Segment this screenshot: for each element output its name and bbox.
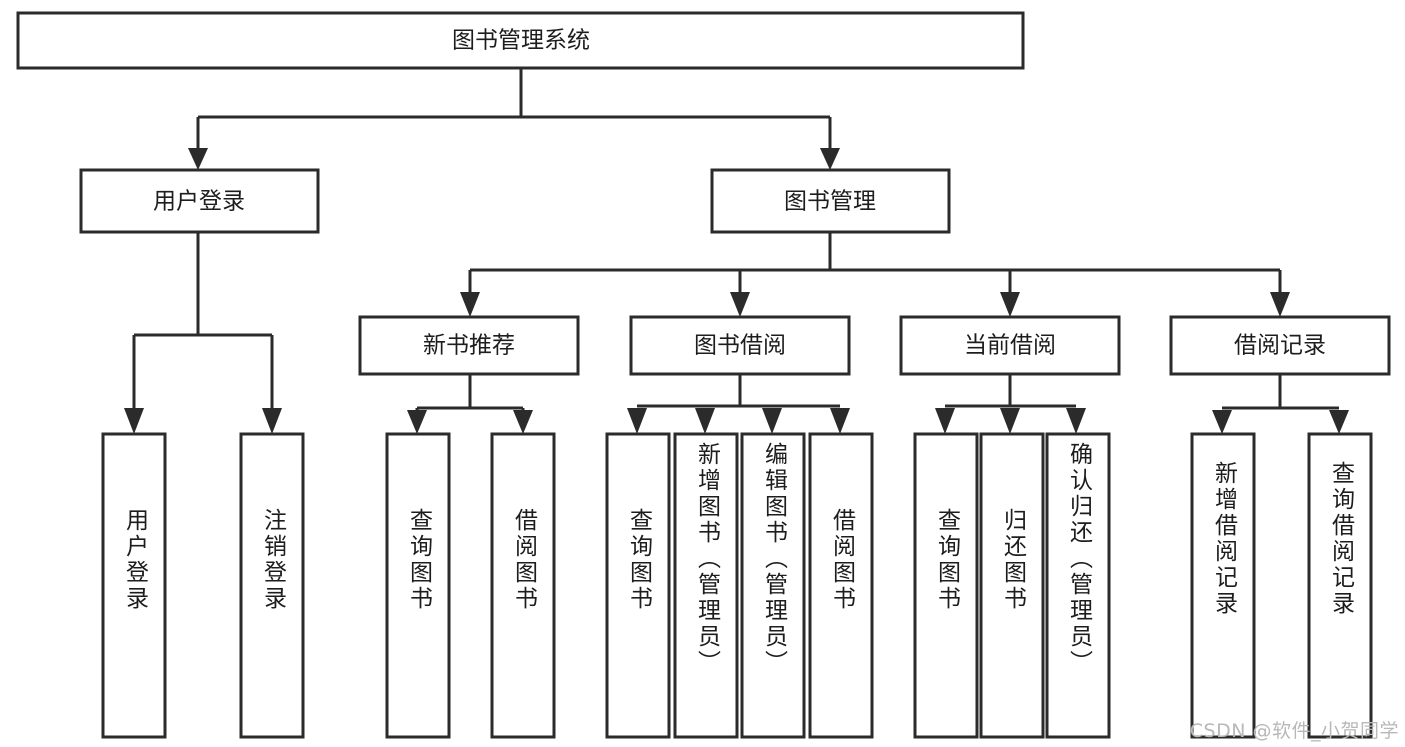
arrow-head-book-manage	[820, 148, 840, 170]
node-book-manage-box[interactable]	[710, 168, 951, 234]
node-book-manage[interactable]: 图书管理	[710, 168, 951, 234]
arrow-head-leaf-add-book	[695, 408, 715, 434]
connector-group-current-borrow	[935, 374, 1086, 434]
node-leaf-query-book-1-box[interactable]	[385, 432, 451, 739]
node-root-label: 图书管理系统	[452, 28, 590, 54]
node-current-borrow[interactable]: 当前借阅	[899, 315, 1121, 376]
node-borrow-record[interactable]: 借阅记录	[1169, 315, 1391, 376]
arrow-head-new-book-recommend	[460, 292, 480, 317]
arrow-head-leaf-query-book-1	[407, 410, 427, 434]
arrow-head-user-login	[188, 148, 208, 170]
node-leaf-query-record-box[interactable]	[1307, 432, 1373, 739]
node-user-login-label: 用户登录	[153, 189, 245, 215]
node-book-borrow-label: 图书借阅	[694, 333, 786, 359]
arrow-head-leaf-query-book-2	[627, 408, 647, 434]
node-leaf-add-book-box[interactable]	[673, 432, 739, 739]
node-user-login[interactable]: 用户登录	[79, 168, 320, 234]
node-book-manage-label: 图书管理	[784, 189, 876, 215]
node-book-borrow-box[interactable]	[629, 315, 851, 376]
arrow-head-leaf-edit-book	[762, 408, 782, 434]
connector-group-book-borrow	[627, 374, 850, 434]
node-root[interactable]: 图书管理系统	[16, 11, 1025, 70]
node-borrow-record-box[interactable]	[1169, 315, 1391, 376]
arrow-head-leaf-borrow-book-1	[513, 410, 533, 434]
connector-group-borrow-record	[1212, 374, 1349, 434]
arrow-head-leaf-query-record	[1329, 410, 1349, 434]
node-leaf-edit-book-box[interactable]	[740, 432, 806, 739]
node-leaf-add-record-box[interactable]	[1190, 432, 1256, 739]
node-current-borrow-box[interactable]	[899, 315, 1121, 376]
node-new-book-recommend-label: 新书推荐	[423, 333, 515, 359]
arrow-head-borrow-record	[1270, 292, 1290, 317]
node-leaf-user-login-box[interactable]	[101, 432, 167, 739]
node-book-borrow[interactable]: 图书借阅	[629, 315, 851, 376]
node-new-book-recommend-box[interactable]	[358, 315, 580, 376]
node-leaf-query-book-3-box[interactable]	[913, 432, 979, 739]
node-user-login-box[interactable]	[79, 168, 320, 234]
connector-group-book-manage	[460, 232, 1290, 317]
node-leaf-confirm-return-box[interactable]	[1045, 432, 1111, 739]
node-new-book-recommend[interactable]: 新书推荐	[358, 315, 580, 376]
arrow-head-leaf-user-login	[124, 408, 144, 434]
node-root-box[interactable]	[16, 11, 1025, 70]
node-leaf-user-logout-box[interactable]	[239, 432, 305, 739]
node-leaf-query-book-2-box[interactable]	[605, 432, 671, 739]
arrow-head-leaf-confirm-return	[1066, 408, 1086, 434]
arrow-head-book-borrow	[730, 292, 750, 317]
arrow-head-leaf-user-logout	[262, 408, 282, 434]
node-borrow-record-label: 借阅记录	[1234, 333, 1326, 359]
arrow-head-current-borrow	[1000, 292, 1020, 317]
node-current-borrow-label: 当前借阅	[964, 333, 1056, 359]
arrow-head-leaf-return-book	[1000, 408, 1020, 434]
connector-group-user-login	[124, 232, 282, 434]
arrow-head-leaf-add-record	[1212, 410, 1232, 434]
arrow-head-leaf-query-book-3	[935, 408, 955, 434]
node-leaf-borrow-book-1-box[interactable]	[490, 432, 556, 739]
watermark-text: CSDN @软件_小贺同学	[1189, 720, 1399, 742]
connector-group-new-book-recommend	[407, 374, 533, 434]
connector-group-root	[188, 68, 840, 170]
node-leaf-borrow-book-2-box[interactable]	[808, 432, 874, 739]
arrow-head-leaf-borrow-book-2	[830, 408, 850, 434]
node-leaf-return-book-box[interactable]	[979, 432, 1045, 739]
